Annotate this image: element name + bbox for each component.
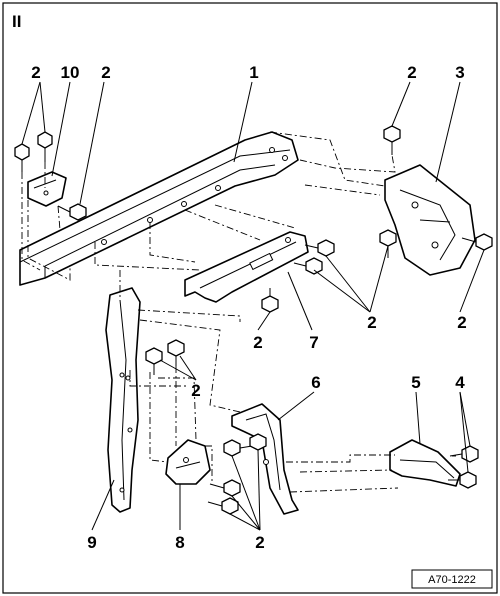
bolt-lower-middle-b [249,433,267,451]
bolt-upper-left-a [14,143,30,172]
callout-1: 1 [249,63,258,82]
bracket-part-6 [231,403,299,515]
bolt-part-4-a [449,445,479,463]
bolt-lower-middle-a [223,439,253,457]
callout-2-bottom: 2 [255,533,264,552]
bracket-part-9 [105,287,141,513]
bracket-part-10 [27,171,67,207]
callout-3: 3 [455,63,464,82]
bolt-upper-left-c [57,203,87,221]
callout-2-middle: 2 [253,333,262,352]
callout-2-middle-right: 2 [367,313,376,332]
figure-reference: A70-1222 [411,569,493,589]
callout-9: 9 [87,533,96,552]
callout-2-top-right: 2 [407,63,416,82]
bracket-part-8 [165,439,211,485]
callout-5: 5 [411,373,420,392]
callout-2-left: 2 [191,381,200,400]
bolt-lower-middle-d [207,497,239,515]
callout-2-far-right: 2 [457,313,466,332]
bolt-lower-left-b [167,339,185,366]
callouts: 2 10 2 1 2 3 2 2 2 7 2 6 5 4 9 8 2 [31,63,466,552]
callout-8: 8 [175,533,184,552]
bolt-lower-middle-c [209,479,241,497]
bolt-lower-left-a [145,347,163,375]
bolt-upper-right-side [461,233,493,251]
bolt-upper-right-bottom [379,229,397,258]
callout-7: 7 [309,333,318,352]
bolt-middle-c [261,288,279,313]
leader-lines [21,81,485,531]
bracket-part-5 [389,439,461,487]
callout-2-top-left: 2 [31,63,40,82]
bolt-upper-right-top [383,125,401,155]
bolt-upper-left-b [37,131,53,162]
bracket-part-3 [384,164,476,276]
callout-4: 4 [455,373,465,392]
callout-6: 6 [311,373,320,392]
figure-reference-text: A70-1222 [428,574,476,586]
section-label: II [12,12,21,31]
bracket-part-7 [184,231,309,303]
callout-10: 10 [61,63,80,82]
callout-2-top-left-b: 2 [101,63,110,82]
assembly-lines [21,131,456,493]
bolt-middle-a [304,239,335,257]
crossmember-part-1 [19,131,299,286]
bolt-middle-b [293,257,323,275]
